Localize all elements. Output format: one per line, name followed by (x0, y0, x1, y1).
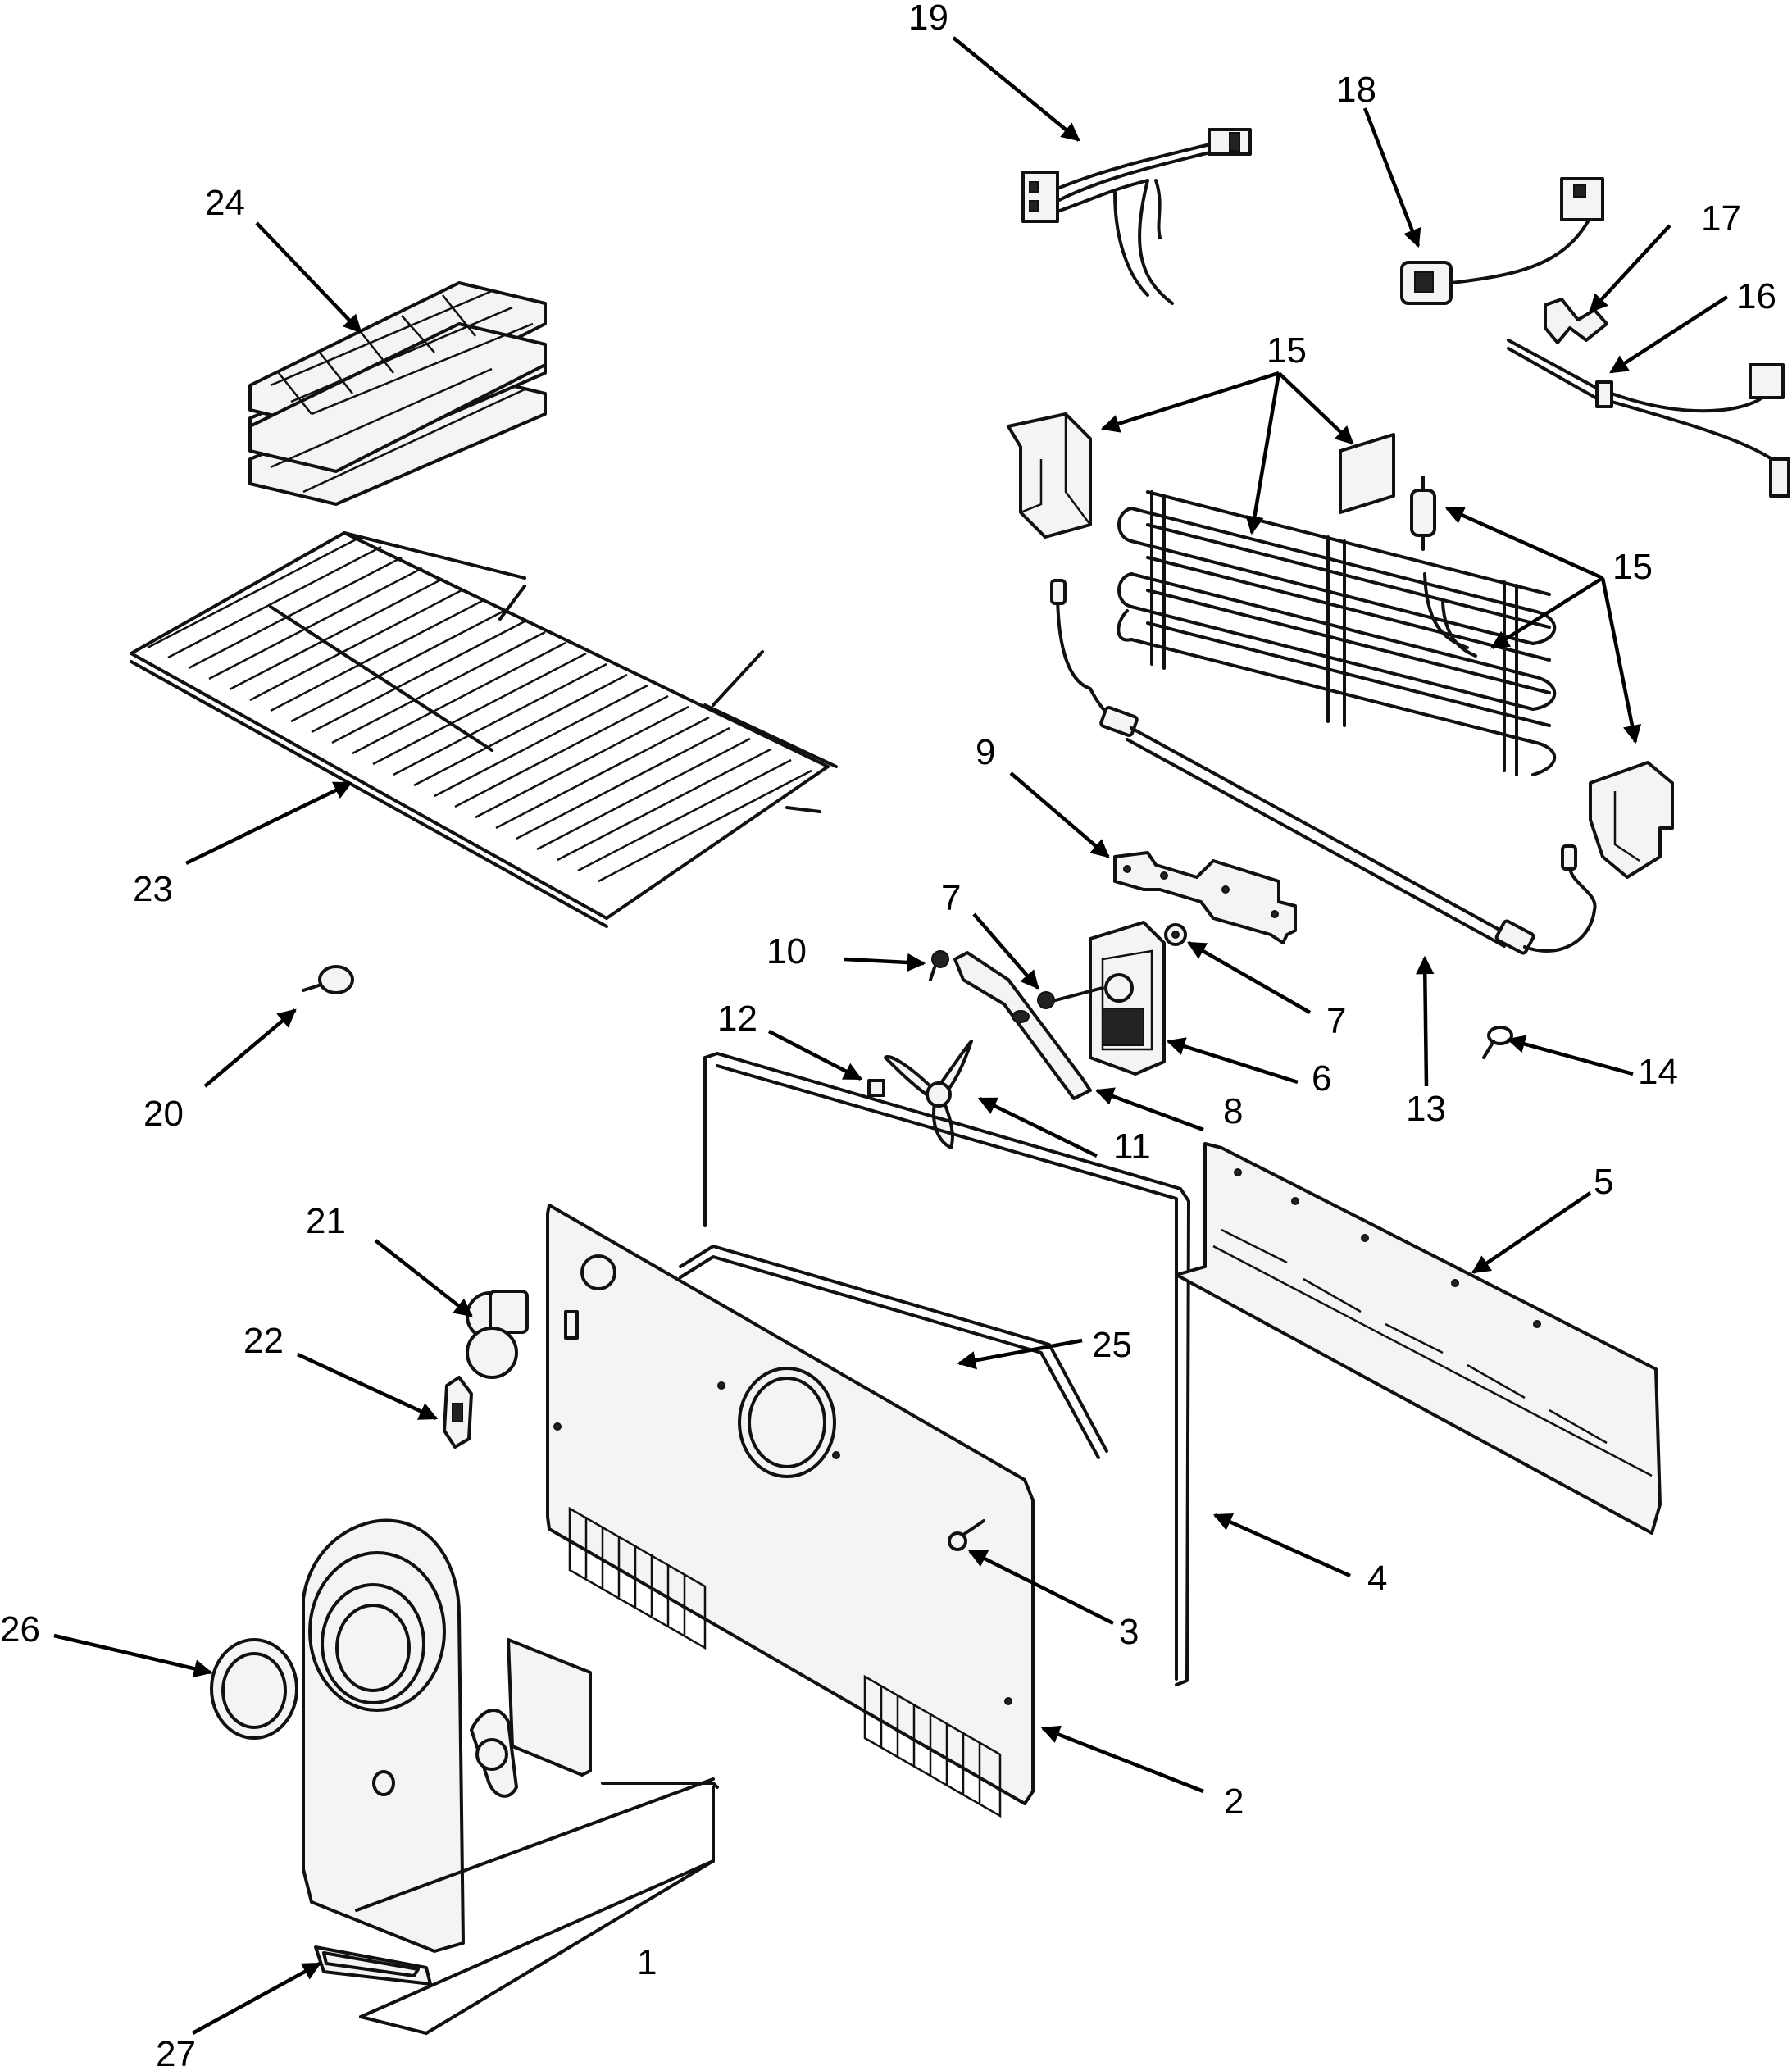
leader-21 (374, 1239, 473, 1317)
grommet-7-right (1164, 923, 1187, 946)
fan-motor-6 (1048, 921, 1166, 1076)
leader-15a-3 (1245, 372, 1281, 535)
leader-26 (53, 1633, 213, 1678)
clip-12 (867, 1079, 885, 1097)
leader-7b (1187, 941, 1312, 1014)
leader-17 (1589, 224, 1671, 313)
pointer-22 (443, 1376, 473, 1449)
leader-23 (185, 780, 353, 866)
callout-14: 14 (1638, 1052, 1678, 1092)
callout-5: 5 (1594, 1162, 1613, 1202)
leader-lines (53, 36, 1729, 2035)
callout-23: 23 (133, 869, 173, 909)
wire-tie-14 (1482, 1026, 1513, 1059)
leader-24 (255, 221, 362, 334)
ice-cube-trays-24 (248, 281, 547, 506)
callout-4: 4 (1367, 1559, 1387, 1599)
leader-9 (1009, 771, 1110, 858)
filter-frame-27 (314, 1945, 432, 1986)
leader-16 (1609, 295, 1729, 374)
callout-25: 25 (1092, 1325, 1132, 1365)
ring-26 (210, 1638, 298, 1740)
callout-9: 9 (976, 732, 995, 772)
callout-15a: 15 (1267, 330, 1307, 371)
leader-8 (1094, 1087, 1204, 1132)
callout-10: 10 (766, 931, 807, 972)
leader-19 (952, 36, 1080, 142)
callout-6: 6 (1312, 1058, 1331, 1099)
callout-21: 21 (306, 1201, 346, 1241)
callout-16: 16 (1736, 276, 1776, 316)
fan-bracket-9 (1113, 851, 1297, 944)
leader-13 (1416, 955, 1435, 1087)
leader-18 (1362, 107, 1421, 248)
leader-15a-2 (1277, 371, 1354, 445)
leader-2 (1040, 1725, 1204, 1794)
leader-14 (1506, 1035, 1634, 1076)
back-panel-2 (546, 1204, 1035, 1818)
callout-15b: 15 (1612, 547, 1653, 587)
callout-7a: 7 (941, 878, 961, 918)
callout-11: 11 (1113, 1126, 1151, 1167)
knob-21 (466, 1290, 529, 1379)
leader-7a (972, 912, 1039, 990)
leader-15b-1 (1444, 506, 1603, 580)
motor-bracket-8 (953, 951, 1092, 1100)
wire-shelf-23 (130, 531, 838, 928)
callout-2: 2 (1224, 1782, 1244, 1822)
callout-18: 18 (1336, 70, 1376, 110)
leader-4 (1212, 1513, 1351, 1578)
callout-3: 3 (1119, 1612, 1139, 1652)
leader-20 (203, 1008, 297, 1088)
thermal-fuse-16 (1507, 339, 1790, 498)
leader-11 (977, 1096, 1098, 1158)
leader-5 (1471, 1191, 1592, 1274)
leader-3 (967, 1549, 1115, 1626)
leader-15b-3 (1600, 577, 1642, 744)
callout-24: 24 (205, 183, 245, 223)
leader-10 (844, 953, 926, 972)
leader-25 (957, 1338, 1083, 1370)
gasket-25 (679, 1052, 1190, 1686)
screw-10 (929, 950, 949, 981)
screw-3 (948, 1519, 985, 1551)
callout-17: 17 (1701, 198, 1741, 239)
leader-12 (767, 1030, 862, 1081)
air-duct-housing-1 (302, 1518, 719, 2035)
defrost-sensor-18 (1400, 177, 1604, 305)
grommet-7-left (1037, 991, 1055, 1009)
callout-12: 12 (717, 999, 757, 1039)
callout-7b: 7 (1326, 1001, 1346, 1041)
callout-22: 22 (243, 1321, 284, 1361)
defrost-heater-13 (1050, 579, 1597, 955)
evaporator-assembly-15 (1007, 412, 1674, 879)
callout-13: 13 (1406, 1089, 1446, 1129)
callout-27: 27 (156, 2034, 196, 2066)
callout-1: 1 (637, 1942, 657, 1982)
leader-15a-1 (1100, 371, 1280, 433)
wiring-harness-19 (1021, 128, 1252, 305)
leader-22 (297, 1352, 439, 1421)
button-20 (302, 965, 354, 994)
callout-20: 20 (143, 1094, 184, 1134)
fan-blade-11 (884, 1040, 973, 1149)
callout-19: 19 (908, 0, 948, 38)
leader-6 (1166, 1037, 1299, 1085)
channel-5 (1175, 1142, 1662, 1535)
callout-8: 8 (1223, 1091, 1243, 1131)
callout-26: 26 (0, 1609, 40, 1650)
leader-27 (191, 1962, 321, 2035)
clip-17 (1544, 298, 1608, 344)
leader-15b-2 (1490, 576, 1604, 649)
